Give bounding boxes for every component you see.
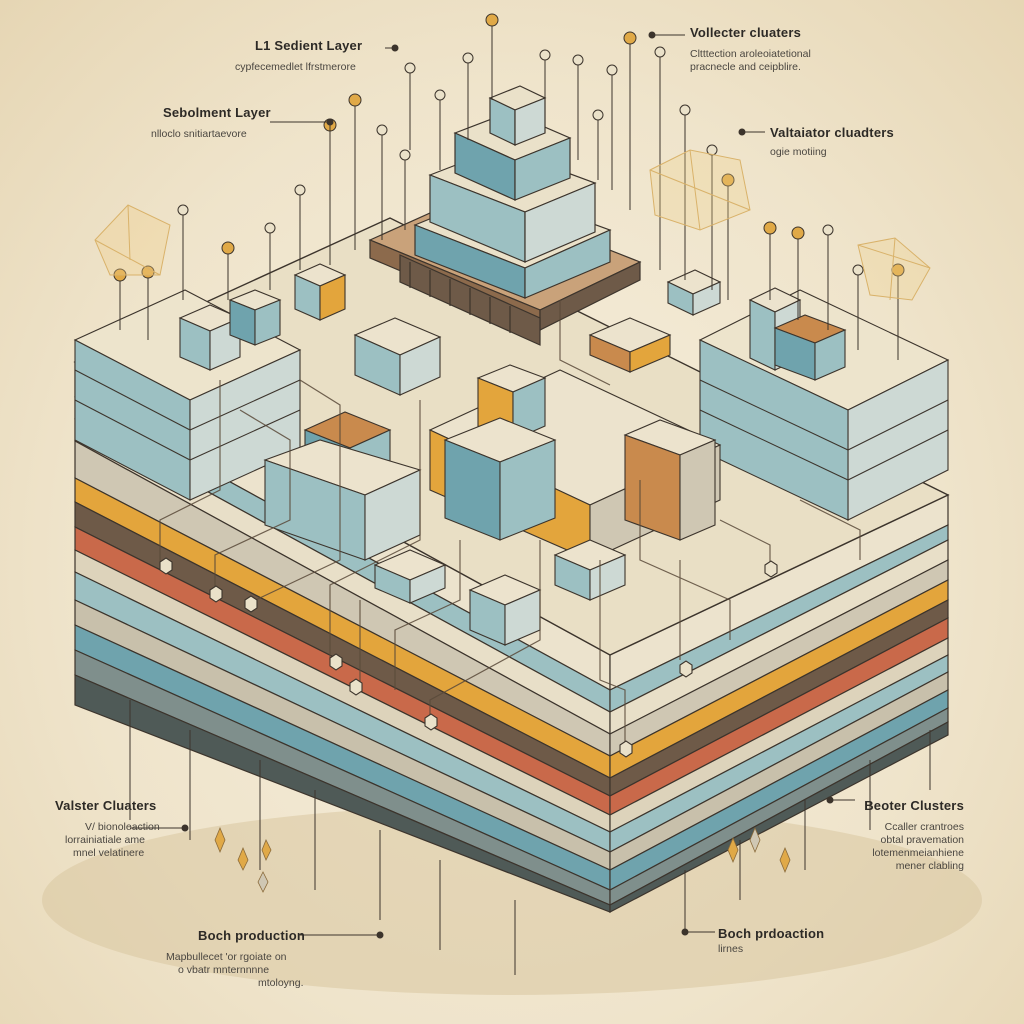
- hexagon-node-icons: [159, 557, 778, 758]
- label-subtitle-line: mnel velatinere: [73, 847, 145, 859]
- cube-node-icon: [373, 549, 447, 604]
- label-validator-clusters-left: Valster Cluaters V/ bionoleaction lorrai…: [55, 798, 160, 860]
- label-title: Vollecter cluaters: [690, 25, 802, 40]
- cube-node-icon: [468, 574, 542, 646]
- label-block-production-right: Boch prdoaction lirnes: [718, 926, 824, 956]
- label-subtitle-line: lorrainiatiale ame: [65, 834, 145, 846]
- cube-nodes: [178, 263, 847, 646]
- drop-lines: [129, 700, 931, 975]
- crystal-icon: [214, 826, 791, 893]
- label-broker-clusters: Beoter Clusters Ccaller crantroes obtal …: [864, 798, 964, 873]
- label-validator-clusters-top: Vollecter cluaters Cltttection aroleoiat…: [690, 25, 811, 74]
- cube-node-icon: [588, 317, 672, 373]
- label-subtitle-line: Cltttection aroleoiatetional: [690, 48, 811, 60]
- label-subtitle: nlloclo snitiartaevore: [151, 128, 247, 140]
- label-subtitle-line: o vbatr mnternnnne: [178, 964, 270, 976]
- label-subtitle: cypfecemedlet lfrstmerore: [235, 61, 356, 73]
- ground-shadow: [42, 805, 982, 995]
- label-l1-settlement-layer: L1 Sedient Layer cypfecemedlet lfrstmero…: [235, 38, 363, 74]
- label-title: Sebolment Layer: [163, 105, 271, 120]
- label-subtitle: lirnes: [718, 943, 744, 955]
- cube-node-icon: [553, 539, 627, 601]
- cube-node-icon: [228, 289, 282, 346]
- tower-tiers: [413, 85, 612, 299]
- label-title: L1 Sedient Layer: [255, 38, 363, 53]
- label-title: Boch prdoaction: [718, 926, 825, 941]
- callout-leaders: [130, 31, 855, 939]
- cube-node-icon: [443, 417, 557, 541]
- cube-node-icon: [353, 317, 442, 396]
- right-face-strata: [609, 494, 949, 913]
- label-title: Boch production: [198, 928, 305, 943]
- label-settlement-layer: Sebolment Layer nlloclo snitiartaevore: [151, 105, 271, 141]
- label-subtitle-line: V/ bionoleaction: [85, 821, 160, 833]
- wireframe-polyhedron-icon: [94, 204, 171, 276]
- label-subtitle-line: Mapbullecet 'or rgoiate on: [166, 951, 287, 963]
- label-validator-clusters-right: Valtaiator cluadters ogie motiing: [770, 125, 894, 159]
- label-block-production-left: Boch production Mapbullecet 'or rgoiate …: [166, 928, 305, 990]
- label-subtitle-line: Ccaller crantroes: [884, 821, 964, 833]
- label-title: Beoter Clusters: [864, 798, 964, 813]
- label-title: Valtaiator cluadters: [770, 125, 894, 140]
- label-subtitle: ogie motiing: [770, 146, 827, 158]
- cube-node-icon: [666, 269, 722, 316]
- label-subtitle-line: mener clabling: [895, 860, 964, 872]
- label-title: Valster Cluaters: [55, 798, 157, 813]
- label-subtitle-line: mtoloyng.: [258, 977, 304, 989]
- pin-node-icons: [113, 13, 905, 360]
- label-subtitle-line: pracnecle and ceipblire.: [690, 61, 801, 73]
- label-subtitle-line: obtal pravemation: [880, 834, 964, 846]
- cube-node-icon: [623, 419, 717, 541]
- circuit-traces: [159, 300, 861, 750]
- wireframe-polyhedron-icon: [649, 149, 751, 231]
- wireframe-polyhedron-icon: [857, 237, 931, 301]
- cube-node-icon: [773, 314, 847, 381]
- label-subtitle-line: lotemenmeianhiene: [872, 847, 964, 859]
- cube-node-icon: [293, 263, 347, 321]
